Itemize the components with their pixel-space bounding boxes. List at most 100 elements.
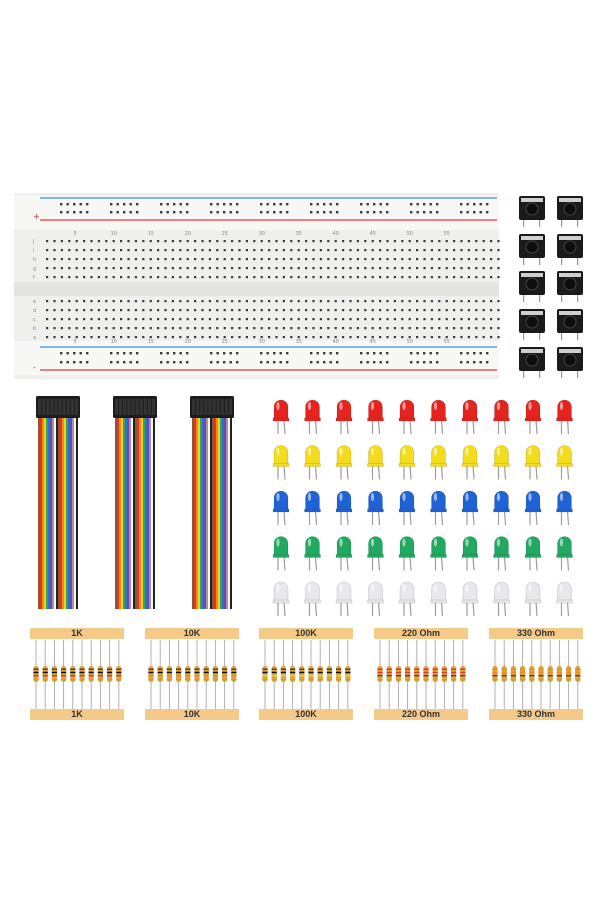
- terminal-hole: [60, 318, 63, 321]
- rail-hole: [323, 361, 326, 364]
- rail-hole: [260, 203, 263, 206]
- terminal-hole: [268, 240, 271, 243]
- rail-hole: [379, 203, 382, 206]
- jumper-wire: [194, 418, 196, 609]
- resistor-band: [451, 668, 457, 670]
- led-green: [524, 536, 542, 571]
- terminal-hole: [453, 336, 456, 339]
- terminal-hole: [386, 258, 389, 261]
- resistor-band: [299, 668, 305, 670]
- led-highlight: [559, 447, 564, 456]
- terminal-hole: [275, 336, 278, 339]
- terminal-hole: [120, 336, 123, 339]
- terminal-hole: [467, 276, 470, 279]
- resistor: [148, 640, 154, 709]
- jumper-wire: [151, 418, 153, 609]
- row-letter: h: [33, 257, 36, 263]
- led-rim: [430, 554, 447, 558]
- resistor-label-top-220ohm: 220 Ohm: [374, 628, 468, 639]
- rail-hole: [216, 203, 219, 206]
- resistor: [492, 640, 498, 709]
- resistor-band: [492, 671, 498, 674]
- terminal-hole: [260, 276, 263, 279]
- led-highlight: [559, 493, 564, 501]
- led-lead: [283, 419, 286, 435]
- resistor-band: [395, 671, 401, 674]
- tactile-switch: [557, 271, 583, 302]
- terminal-hole: [216, 327, 219, 330]
- led-rim: [335, 463, 353, 467]
- resistor-band: [299, 674, 305, 677]
- resistor-band: [432, 671, 438, 674]
- resistor: [510, 640, 516, 709]
- terminal-hole: [393, 258, 396, 261]
- terminal-hole: [497, 249, 500, 252]
- resistor-tolerance-band: [575, 679, 581, 681]
- terminal-hole: [68, 300, 71, 303]
- led-red: [430, 399, 447, 435]
- terminal-hole: [364, 258, 367, 261]
- jumper-wire: [52, 418, 54, 609]
- led-rim: [304, 599, 321, 604]
- row-letter: g: [33, 266, 36, 272]
- terminal-hole: [356, 267, 359, 270]
- switch-button: [525, 202, 539, 216]
- resistor-tolerance-band: [326, 679, 332, 681]
- terminal-hole: [208, 300, 211, 303]
- jumper-wire: [210, 418, 212, 609]
- switch-button: [525, 353, 539, 367]
- terminal-hole: [386, 240, 389, 243]
- terminal-hole: [408, 327, 411, 330]
- led-highlight: [496, 538, 501, 547]
- terminal-hole: [305, 276, 308, 279]
- led-highlight: [276, 447, 280, 456]
- terminal-hole: [97, 327, 100, 330]
- terminal-hole: [327, 240, 330, 243]
- led-rim: [524, 463, 542, 467]
- terminal-hole: [194, 249, 197, 252]
- terminal-hole: [268, 309, 271, 312]
- terminal-hole: [445, 318, 448, 321]
- resistor-band: [61, 668, 67, 670]
- led-lead: [566, 556, 570, 571]
- resistor-band: [405, 668, 411, 670]
- jumper-wire: [40, 418, 42, 609]
- resistor-band: [308, 668, 314, 670]
- terminal-hole: [46, 276, 49, 279]
- rail-hole: [323, 203, 326, 206]
- led-lead: [566, 510, 570, 526]
- terminal-hole: [179, 258, 182, 261]
- led-highlight: [307, 447, 312, 456]
- rail-hole: [60, 211, 63, 214]
- terminal-hole: [364, 300, 367, 303]
- terminal-hole: [319, 300, 322, 303]
- terminal-hole: [497, 240, 500, 243]
- led-rim: [272, 417, 290, 422]
- terminal-hole: [253, 318, 256, 321]
- rail-hole: [473, 211, 476, 214]
- led-rim: [430, 417, 447, 422]
- terminal-hole: [275, 267, 278, 270]
- column-number: 35: [296, 339, 302, 345]
- terminal-hole: [438, 249, 441, 252]
- jumper-wire: [117, 418, 119, 609]
- resistor: [395, 640, 401, 709]
- terminal-hole: [53, 249, 56, 252]
- jumper-wire: [218, 418, 220, 609]
- led-rim: [556, 463, 573, 467]
- terminal-hole: [179, 300, 182, 303]
- terminal-hole: [201, 300, 204, 303]
- led-rim: [272, 599, 290, 604]
- resistor-tolerance-band: [460, 679, 466, 681]
- terminal-hole: [75, 318, 78, 321]
- resistor-band: [290, 674, 296, 677]
- terminal-hole: [275, 240, 278, 243]
- rail-hole: [73, 211, 76, 214]
- rail-hole: [429, 211, 432, 214]
- rail-hole: [116, 352, 119, 355]
- dupont-pin-housing: [135, 399, 139, 415]
- terminal-hole: [379, 276, 382, 279]
- terminal-hole: [46, 309, 49, 312]
- terminal-hole: [90, 240, 93, 243]
- led-white: [398, 581, 416, 617]
